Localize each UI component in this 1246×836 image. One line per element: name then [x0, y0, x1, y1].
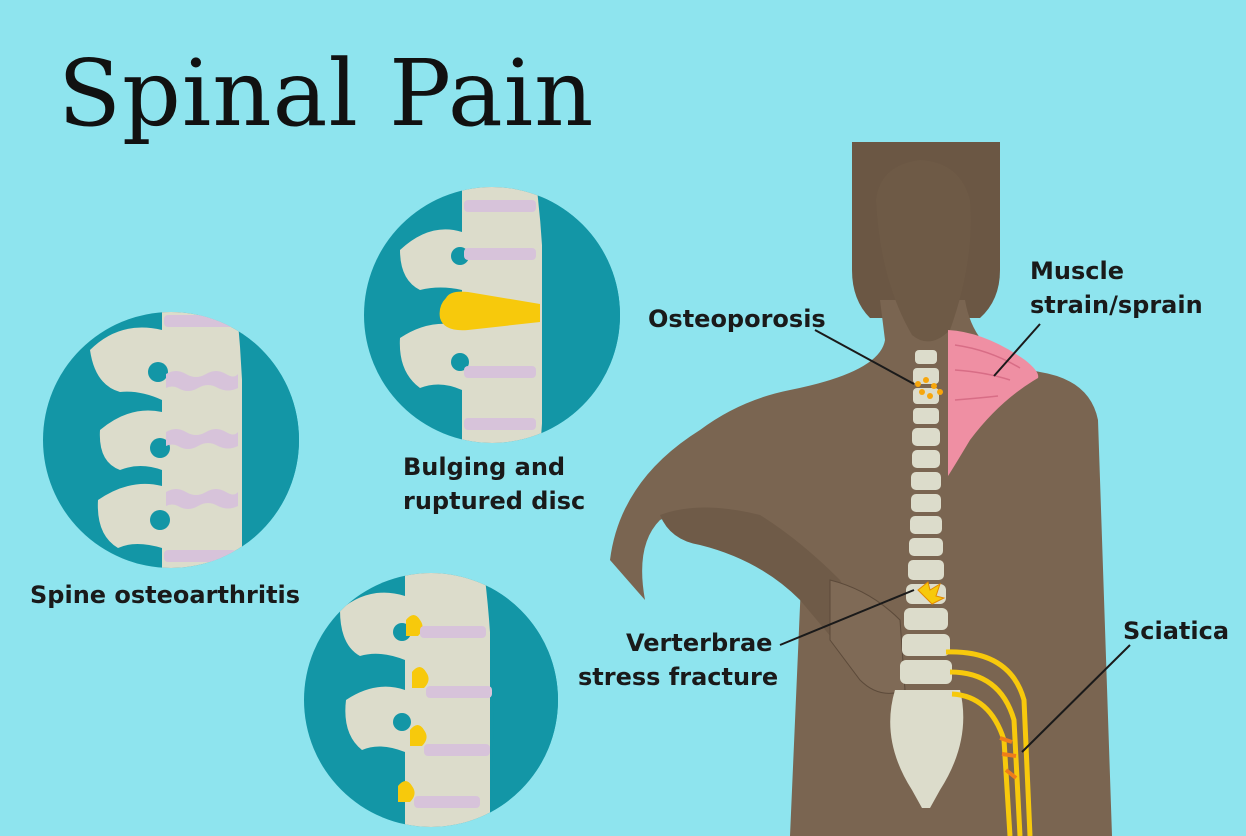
label-bulging-disc: Bulging and ruptured disc: [403, 450, 585, 518]
label-muscle-strain-line2: strain/sprain: [1030, 291, 1203, 319]
bone-spur-2: [412, 667, 429, 688]
muscle-strain-area: [948, 330, 1039, 476]
label-vertebrae-fracture-line1: Verterbrae: [626, 629, 773, 657]
osteoporosis-spots: [915, 377, 943, 399]
label-muscle-strain: Muscle strain/sprain: [1030, 254, 1203, 322]
label-spine-osteoarthritis: Spine osteoarthritis: [30, 581, 301, 609]
leader-lines: [779, 323, 1131, 753]
human-back-figure: [610, 142, 1112, 836]
label-vertebrae-fracture-line2: stress fracture: [578, 663, 779, 691]
label-muscle-strain-line1: Muscle: [1030, 257, 1124, 285]
sciatica-pain-marks: [999, 736, 1018, 780]
bulging-disc-circle: [364, 187, 620, 443]
fracture-mark: [917, 581, 946, 605]
bone-spur-1: [406, 615, 423, 636]
vertebrae-circle: [304, 573, 558, 827]
spine-osteoarthritis-circle: [43, 312, 299, 568]
bone-spur-4: [398, 781, 415, 802]
label-osteoporosis: Osteoporosis: [648, 305, 826, 333]
page-title: Spinal Pain: [58, 40, 595, 147]
bulging-disc-highlight: [439, 291, 540, 331]
label-bulging-disc-line1: Bulging and: [403, 453, 566, 481]
label-sciatica: Sciatica: [1123, 617, 1230, 645]
label-vertebrae-fracture: Verterbrae stress fracture: [578, 626, 778, 694]
spine: [890, 350, 964, 808]
label-bulging-disc-line2: ruptured disc: [403, 487, 586, 515]
bone-spur-3: [410, 725, 427, 746]
